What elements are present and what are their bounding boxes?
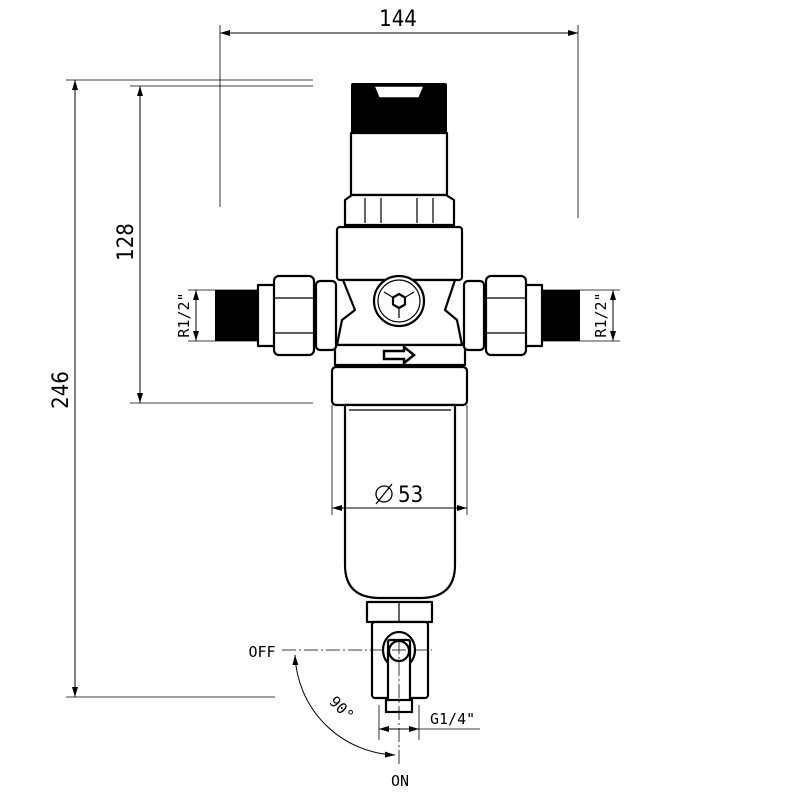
flow-direction-arrow-icon bbox=[382, 344, 417, 366]
dimension-height-128: 128 bbox=[114, 85, 313, 404]
drain-valve bbox=[365, 600, 434, 714]
drain-thread-label: G1/4" bbox=[430, 710, 475, 728]
valve-housing bbox=[333, 225, 467, 367]
pressure-reducer-cap bbox=[343, 83, 456, 227]
outlet-thread-label: R1/2" bbox=[592, 292, 610, 337]
angle-label: 90° bbox=[326, 693, 358, 725]
inlet-thread-label: R1/2" bbox=[175, 292, 193, 337]
off-label: OFF bbox=[248, 643, 275, 661]
dimension-width-144: 144 bbox=[219, 7, 579, 218]
dimension-label-144: 144 bbox=[379, 7, 417, 32]
dimension-height-246: 246 bbox=[49, 79, 313, 698]
filter-bowl bbox=[330, 365, 469, 600]
diameter-icon bbox=[375, 483, 393, 505]
dimension-drain-thread: G1/4" bbox=[378, 705, 480, 740]
dimension-label-128: 128 bbox=[114, 223, 139, 261]
diameter-label: 53 bbox=[398, 483, 423, 508]
dimension-label-246: 246 bbox=[49, 371, 74, 409]
dimension-bowl-diameter: 53 bbox=[331, 405, 468, 515]
outlet-fitting bbox=[462, 274, 580, 357]
inlet-fitting bbox=[215, 274, 338, 357]
on-label: ON bbox=[391, 772, 409, 790]
